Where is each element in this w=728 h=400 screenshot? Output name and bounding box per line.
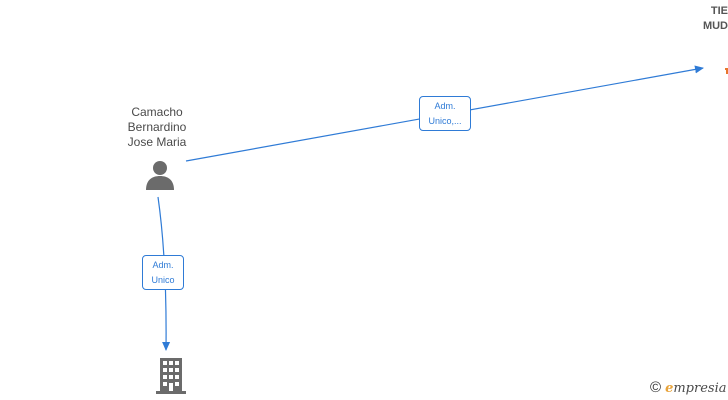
brand-name: mpresia xyxy=(673,381,727,396)
building-icon[interactable] xyxy=(154,358,188,394)
person-name-line-3: Jose Maria xyxy=(127,135,187,149)
edge-label-down-line-2: Unico xyxy=(151,275,175,285)
edge-label-top-line-2: Unico,... xyxy=(428,116,462,126)
edge-label-down-line-1: Adm. xyxy=(152,260,174,270)
copyright-symbol: © xyxy=(650,379,662,396)
person-node-label[interactable]: Camacho Bernardino Jose Maria xyxy=(107,105,207,150)
brand-initial: e xyxy=(665,381,674,396)
company-top-icon[interactable] xyxy=(722,66,728,74)
edge-label-top-line-1: Adm. xyxy=(434,101,456,111)
person-icon[interactable] xyxy=(144,160,176,190)
watermark: ©empresia xyxy=(650,377,728,399)
company-top-name-line-1: TIE xyxy=(710,5,728,17)
company-top-name-line-2: MUD xyxy=(702,20,728,32)
person-name-line-1: Camacho xyxy=(131,105,183,119)
edge-label-top[interactable]: Adm. Unico,... xyxy=(419,96,471,131)
edge-label-down[interactable]: Adm. Unico xyxy=(142,255,184,290)
person-name-line-2: Bernardino xyxy=(127,120,187,134)
company-top-node-label[interactable]: TIE MUD xyxy=(688,4,728,34)
